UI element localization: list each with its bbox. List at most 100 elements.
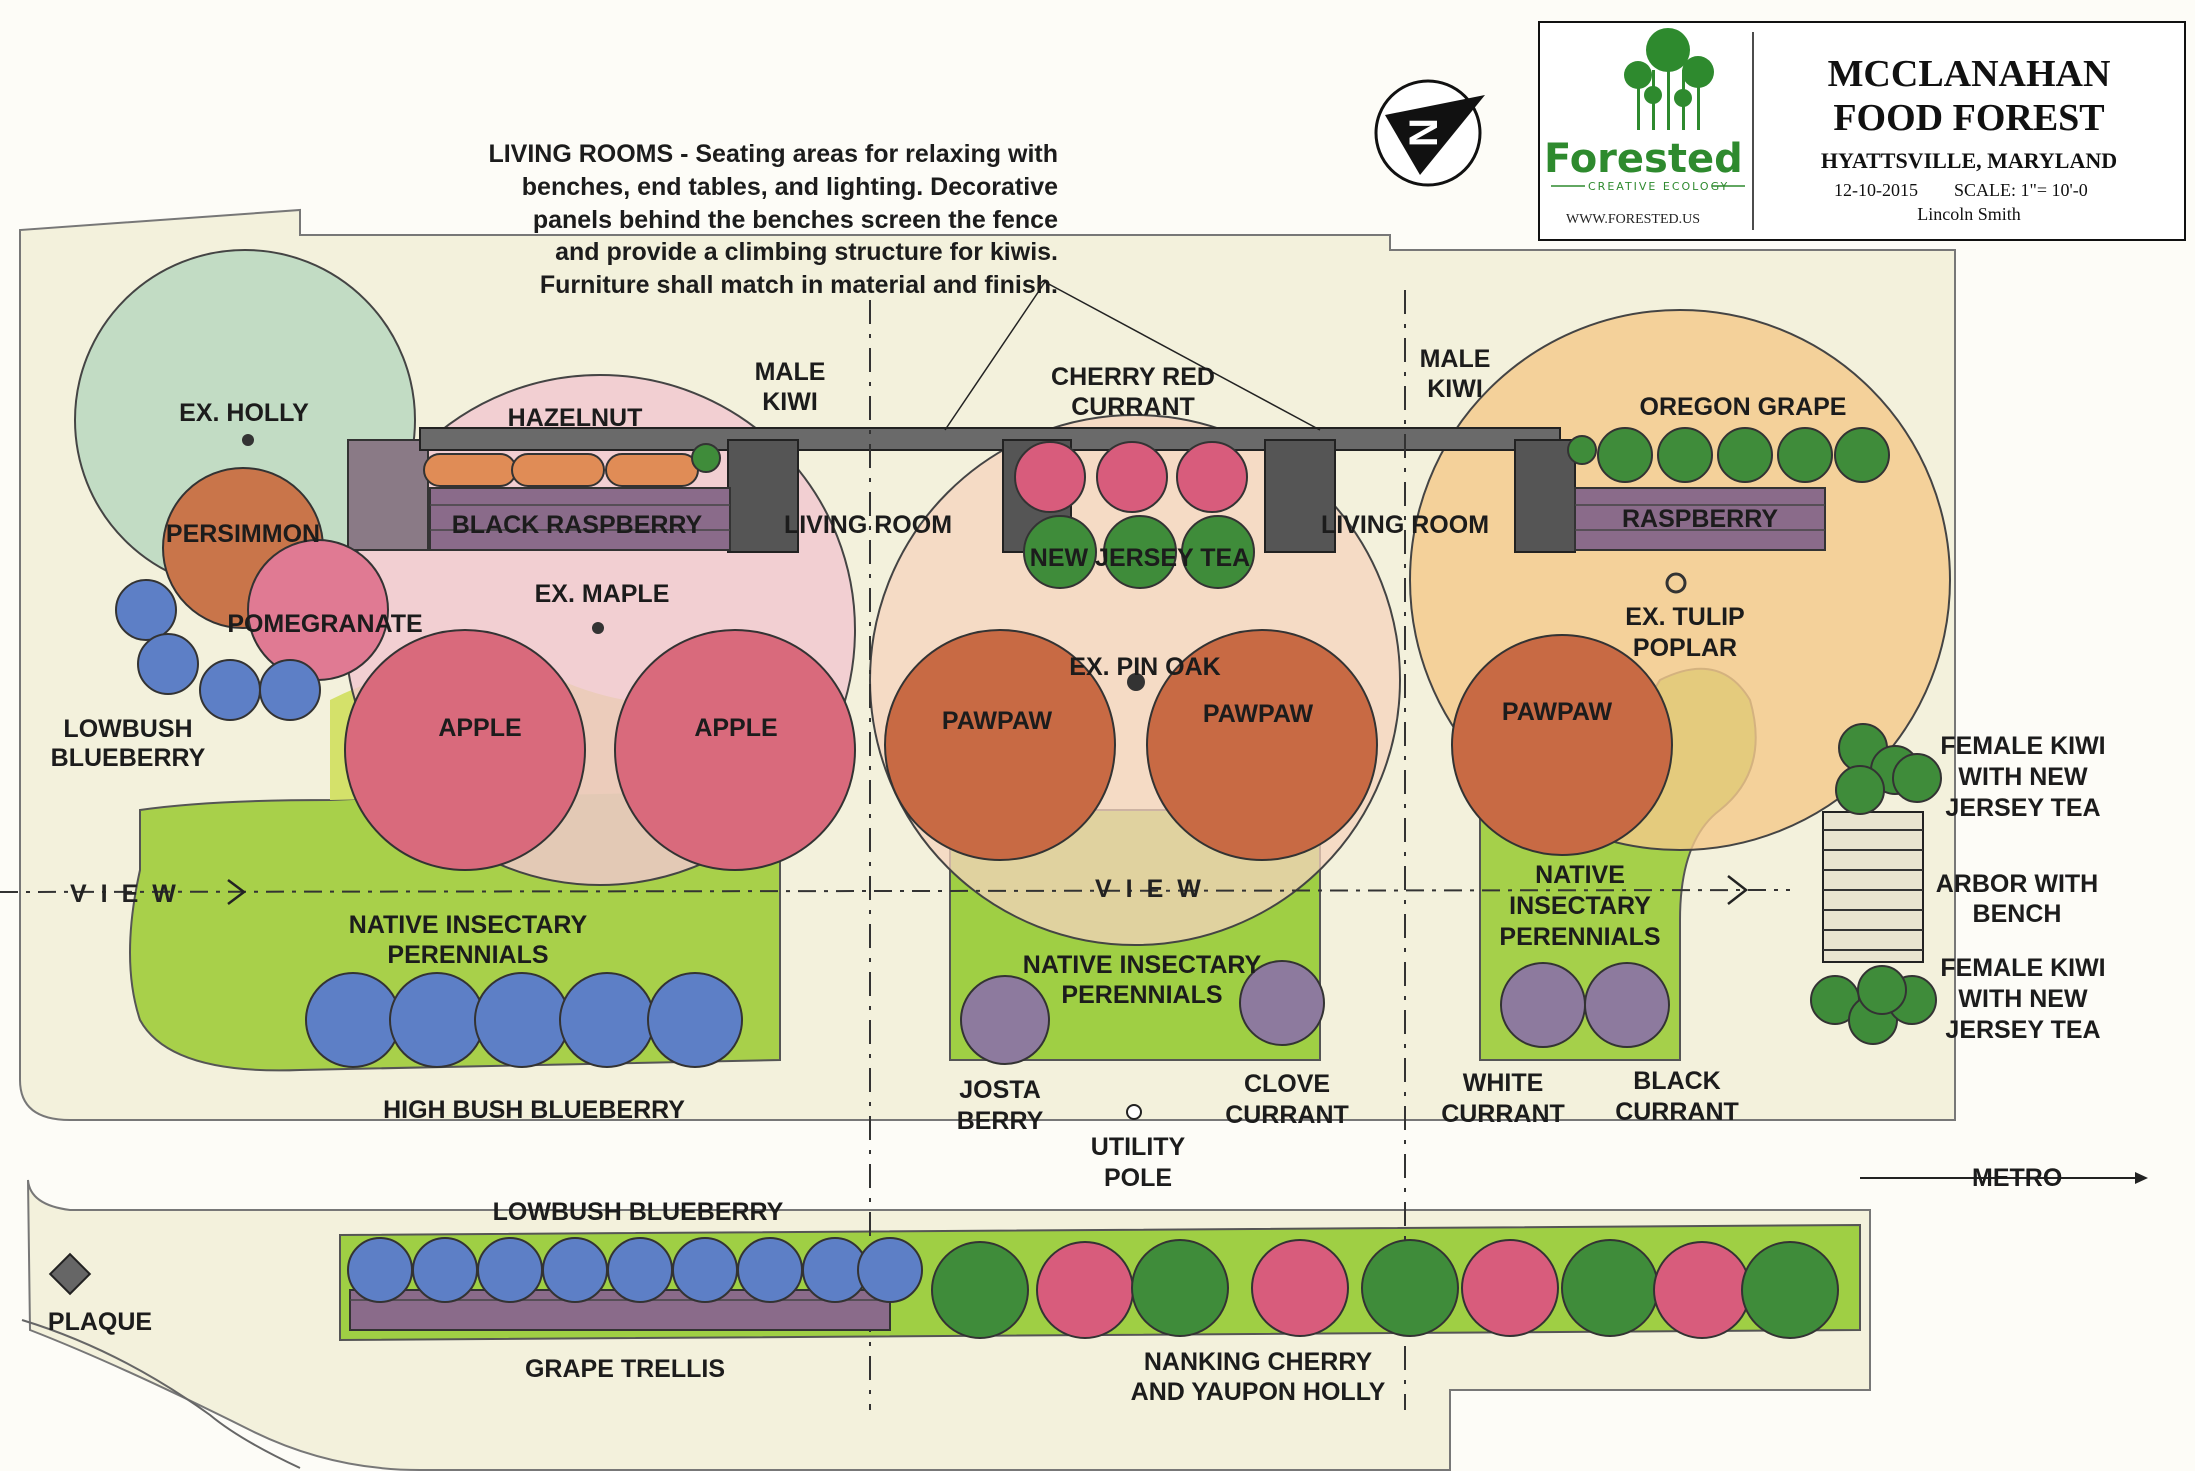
oregon-grape-shrub [1717,427,1773,483]
black-currant-shrub [1584,962,1670,1048]
label-view-left: VIEW [70,880,190,908]
label-male-kiwi: KIWI [1427,375,1483,403]
lowbush-blueberry-shrub [857,1237,923,1303]
high-bush-blueberry-shrub [474,972,570,1068]
yaupon-holly-shrub [931,1241,1029,1339]
note-line: and provide a climbing structure for kiw… [555,238,1058,266]
josta-berry-shrub [960,975,1050,1065]
pawpaw-tree [1146,629,1378,861]
label-high-bush-blueberry: HIGH BUSH BLUEBERRY [383,1096,685,1124]
lowbush-blueberry-shrub [259,659,321,721]
white-currant-shrub [1500,962,1586,1048]
label-native-insectary: PERENNIALS [1061,981,1222,1009]
label-native-insectary: NATIVE [1535,861,1625,889]
forested-logo: Forested CREATIVE ECOLOGY WWW.FORESTED.U… [1544,28,1745,227]
label-new-jersey-tea: NEW JERSEY TEA [1030,544,1250,572]
lowbush-blueberry-shrub [115,579,177,641]
pawpaw-tree [884,629,1116,861]
label-male-kiwi: MALE [1420,345,1491,373]
hazelnut-shrub [423,453,517,487]
label-black-currant: BLACK [1633,1067,1721,1095]
view-arrow-left [227,879,247,905]
label-male-kiwi: KIWI [762,388,818,416]
cherry-red-currant-shrub [1014,441,1086,513]
label-native-insectary: NATIVE INSECTARY [349,911,588,939]
oregon-grape-shrub [1657,427,1713,483]
new-jersey-tea-shrub [1103,515,1177,589]
high-bush-blueberry-shrub [305,972,401,1068]
title-block: Forested CREATIVE ECOLOGY WWW.FORESTED.U… [1538,21,2186,241]
lowbush-blueberry-shrub [137,633,199,695]
north-arrow: N [1374,79,1485,187]
nanking-cherry-shrub [1653,1241,1751,1339]
plan-date: 12-10-2015 [1834,180,1918,200]
lowbush-blueberry-shrub [542,1237,608,1303]
lowbush-blueberry-shrub [672,1237,738,1303]
label-view-middle: VIEW [1095,875,1215,903]
label-persimmon: PERSIMMON [166,520,320,548]
label-ex-holly: EX. HOLLY [179,399,309,427]
yaupon-holly-shrub [1131,1239,1229,1337]
male-kiwi-vine [691,443,721,473]
plant-symbols [115,427,1942,1339]
label-ex-maple: EX. MAPLE [535,580,670,608]
label-native-insectary: NATIVE INSECTARY [1023,951,1262,979]
lowbush-blueberry-shrub [737,1237,803,1303]
hazelnut-shrub [605,453,699,487]
female-kiwi-shrub [1835,765,1885,815]
label-female-kiwi-top: FEMALE KIWI [1940,732,2105,760]
north-letter: N [1402,118,1446,147]
label-black-currant: CURRANT [1615,1098,1739,1126]
arbor-with-bench [1822,811,1924,963]
oregon-grape-shrub [1834,427,1890,483]
logo-url: WWW.FORESTED.US [1566,212,1700,227]
plan-location: HYATTSVILLE, MARYLAND [1821,148,2117,173]
label-apple: APPLE [438,714,521,742]
label-nanking-cherry: AND YAUPON HOLLY [1131,1378,1386,1406]
logo-tagline: CREATIVE ECOLOGY [1588,180,1729,193]
label-arbor-with-bench: ARBOR WITH [1936,870,2098,898]
label-pawpaw: PAWPAW [1502,698,1613,726]
label-native-insectary: INSECTARY [1509,892,1651,920]
label-female-kiwi-top: WITH NEW [1958,763,2088,791]
plan-title-line1: MCCLANAHAN [1828,53,2111,95]
pawpaw-tree [1451,634,1673,856]
label-metro: METRO [1972,1164,2062,1192]
label-utility-pole: POLE [1104,1164,1172,1192]
high-bush-blueberry-shrub [389,972,485,1068]
plan-scale: SCALE: 1"= 10'-0 [1954,180,2088,200]
hazelnut-shrub [511,453,605,487]
note-line: benches, end tables, and lighting. Decor… [522,173,1058,201]
apple-tree [344,629,586,871]
label-lowbush-blueberry: LOWBUSH [63,715,192,743]
label-clove-currant: CURRANT [1225,1101,1349,1129]
lowbush-blueberry-shrub [412,1237,478,1303]
label-black-raspberry: BLACK RASPBERRY [452,511,703,539]
label-raspberry: RASPBERRY [1622,505,1778,533]
lowbush-blueberry-shrub [347,1237,413,1303]
label-utility-pole: UTILITY [1091,1133,1186,1161]
label-native-insectary: PERENNIALS [387,941,548,969]
new-jersey-tea-shrub [1181,515,1255,589]
logo-word: Forested [1544,136,1743,182]
label-living-room: LIVING ROOM [1321,511,1489,539]
label-ex-pin-oak: EX. PIN OAK [1069,653,1220,681]
label-white-currant: CURRANT [1441,1100,1565,1128]
high-bush-blueberry-shrub [559,972,655,1068]
label-oregon-grape: OREGON GRAPE [1640,393,1847,421]
nanking-cherry-shrub [1036,1241,1134,1339]
clove-currant-shrub [1239,960,1325,1046]
label-arbor-with-bench: BENCH [1973,900,2062,928]
high-bush-blueberry-shrub [647,972,743,1068]
view-arrows [227,875,1749,905]
label-ex-tulip-poplar: EX. TULIP [1625,603,1744,631]
female-kiwi-shrub [1892,753,1942,803]
note-line: panels behind the benches screen the fen… [533,206,1058,234]
label-pawpaw: PAWPAW [942,707,1053,735]
label-white-currant: WHITE [1463,1069,1544,1097]
label-apple: APPLE [694,714,777,742]
label-female-kiwi-bottom: JERSEY TEA [1945,1016,2100,1044]
plan-title-line2: FOOD FOREST [1833,97,2104,139]
